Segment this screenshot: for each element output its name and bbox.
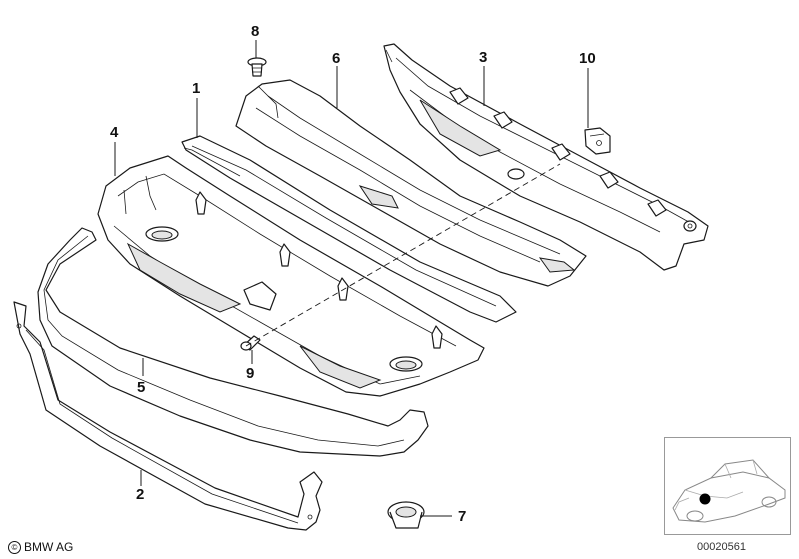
part-4-water-deflector[interactable] (97, 155, 485, 397)
part-10-clip[interactable] (584, 127, 611, 155)
leader-lines (114, 40, 589, 517)
callout-9[interactable]: 9 (246, 365, 255, 382)
callout-8[interactable]: 8 (251, 23, 260, 40)
diagram-number: 00020561 (697, 541, 746, 553)
copyright-text: BMW AG (24, 540, 74, 554)
part-8-screw[interactable] (247, 57, 267, 77)
copyright-symbol: © (8, 540, 21, 554)
callout-3[interactable]: 3 (479, 49, 488, 66)
callout-2[interactable]: 2 (136, 486, 145, 503)
copyright-notice: © BMW AG (8, 540, 73, 554)
callout-5[interactable]: 5 (137, 379, 146, 396)
callout-4[interactable]: 4 (110, 124, 119, 141)
callout-1[interactable]: 1 (192, 80, 201, 97)
vehicle-locator-thumbnail (664, 437, 791, 535)
locator-dot (699, 493, 711, 505)
alignment-line (245, 163, 561, 347)
callout-7[interactable]: 7 (458, 508, 467, 525)
callout-10[interactable]: 10 (579, 50, 596, 67)
part-7-grommet[interactable] (387, 501, 425, 529)
part-6-cowl-panel[interactable] (235, 79, 587, 287)
part-9-screw[interactable] (240, 335, 261, 351)
part-3-bracket-rail[interactable] (383, 43, 709, 271)
callout-6[interactable]: 6 (332, 50, 341, 67)
part-5-gasket[interactable] (37, 227, 429, 457)
car-outline-icon (672, 459, 786, 523)
part-1-seal-strip[interactable] (181, 135, 517, 323)
part-2-support-strip[interactable] (13, 301, 323, 531)
